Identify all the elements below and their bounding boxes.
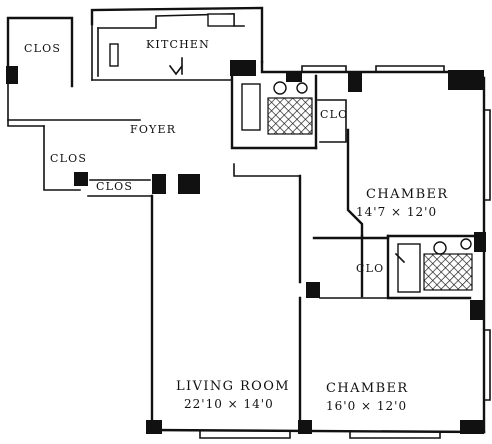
chamber-upper-dimensions: 14'7 × 12'0	[356, 205, 437, 219]
clos-top-left-label: CLOS	[24, 42, 61, 55]
windows	[199, 65, 491, 439]
living-room-dimensions: 22'10 × 14'0	[184, 397, 274, 411]
clos-mid-label: CLO	[356, 262, 384, 275]
clos-foyer-left-label: CLOS	[50, 152, 87, 165]
foyer-label: FOYER	[130, 123, 176, 136]
wall-posts	[6, 60, 486, 434]
living-room-label: LIVING ROOM	[176, 379, 290, 394]
room-labels: CLOS KITCHEN FOYER CLOS CLOS CLO CHAMBER…	[24, 38, 449, 413]
chamber-lower-dimensions: 16'0 × 12'0	[326, 399, 407, 413]
interior-walls	[7, 13, 486, 422]
chamber-upper-label: CHAMBER	[366, 187, 449, 202]
outer-walls	[6, 6, 486, 434]
chamber-lower-label: CHAMBER	[326, 381, 409, 396]
clos-bath-label: CLO	[320, 108, 348, 121]
clos-foyer-bottom-label: CLOS	[96, 180, 133, 193]
kitchen-label: KITCHEN	[146, 38, 210, 51]
